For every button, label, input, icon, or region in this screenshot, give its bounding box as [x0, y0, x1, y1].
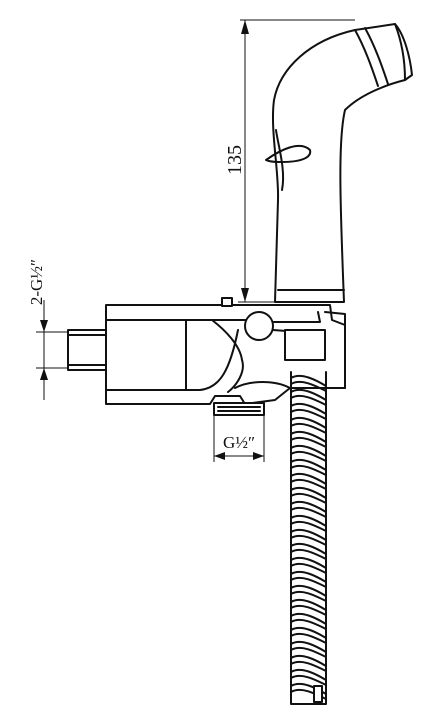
flexible-hose — [290, 371, 327, 705]
valve-body — [105, 297, 346, 405]
outlet-thread-label: G½″ — [223, 433, 255, 452]
height-dimension — [238, 19, 355, 303]
inlet-connector — [67, 329, 107, 371]
inlet-thread-label: 2-G½″ — [27, 259, 46, 305]
hand-shower — [265, 23, 413, 303]
inlet-thread-dimension — [36, 300, 76, 400]
outlet-thread-dimension — [213, 415, 265, 462]
height-label: 135 — [224, 145, 246, 175]
outlet-connector — [213, 402, 265, 416]
